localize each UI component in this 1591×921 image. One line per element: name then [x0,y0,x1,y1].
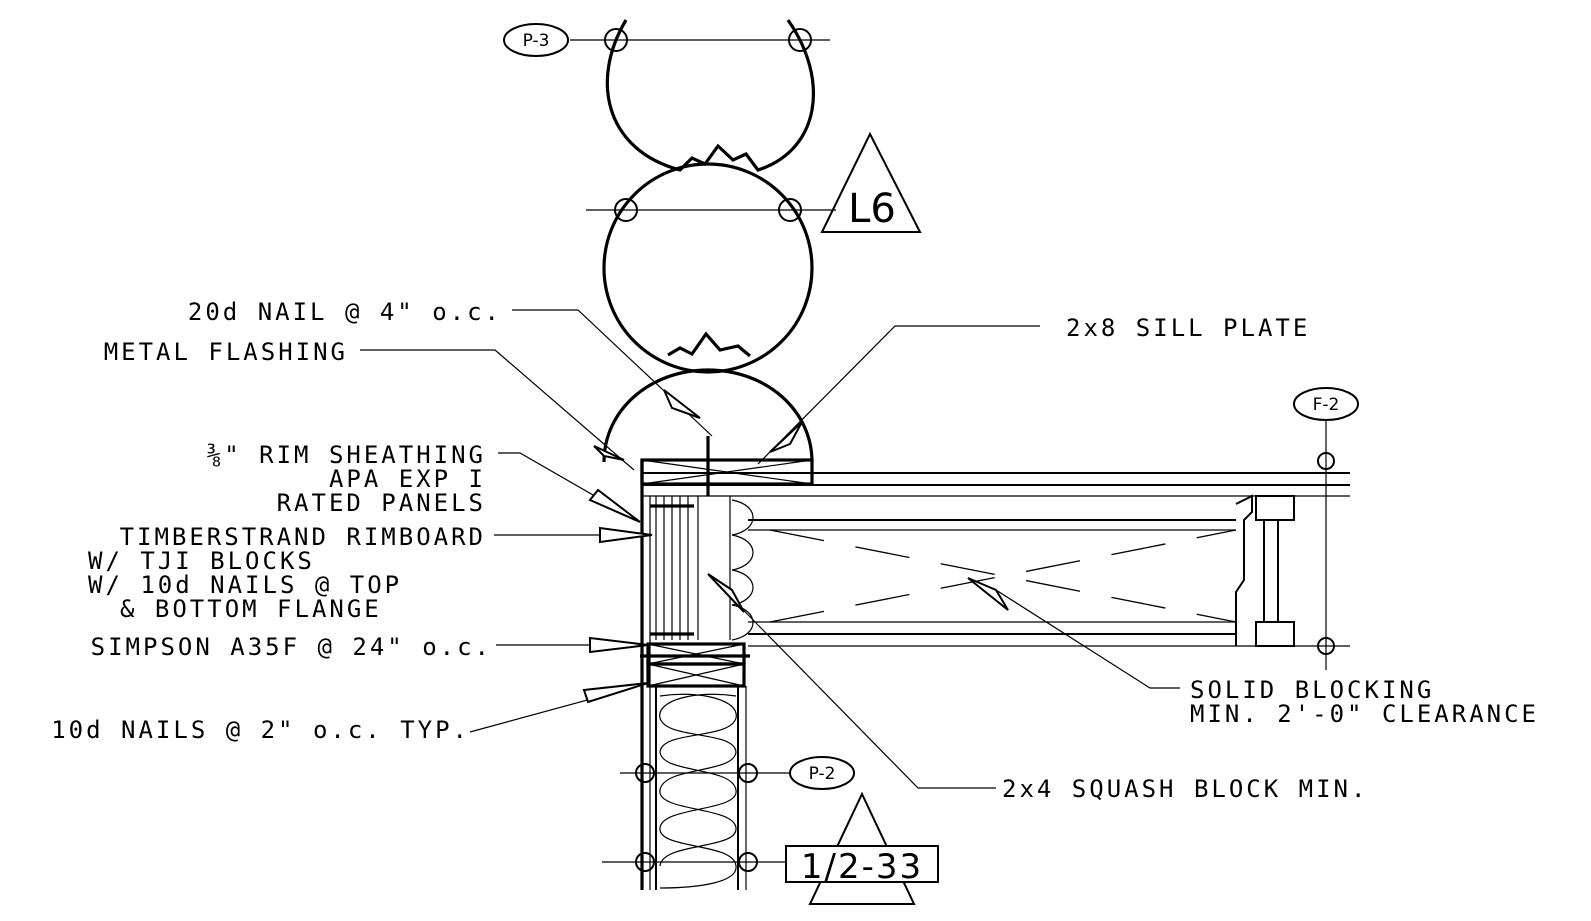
elevation-label: L6 [848,186,896,232]
leader-arrow [599,526,653,544]
solid-blocking [769,529,1237,623]
tag-f2: F-2 [1313,395,1340,415]
tag-p3-bubble [503,23,569,57]
callout-solid-blocking-2: MIN. 2'-0" CLEARANCE [1190,700,1539,728]
control-circle [788,28,812,52]
callout-timberstrand-2: W/ TJI BLOCKS [88,547,315,575]
callout-rim-sheathing-2: APA EXP I [329,465,486,493]
callout-metal-flashing: METAL FLASHING [104,338,348,366]
joist-flange [1255,621,1295,647]
tag-p3: P-3 [523,31,550,51]
leaders [360,309,1180,789]
elevation-triangle [820,131,922,233]
leader-arrow [663,389,701,419]
callout-squash-block: 2x4 SQUASH BLOCK MIN. [1002,775,1368,803]
control-circle [604,28,628,52]
callout-simpson: SIMPSON A35F @ 24" o.c. [91,633,492,661]
log-stack [570,19,836,463]
joist-flange [1255,495,1295,521]
leader-arrow [589,636,649,654]
tag-p2: P-2 [809,764,836,784]
detail-ref-box [785,845,939,883]
leader-arrow [582,682,649,704]
control-circle [614,198,638,222]
sill-and-rim [640,436,1350,890]
leader-arrow [707,573,745,613]
detail-ref-label: 1/2-33 [801,847,923,887]
log-notch [667,331,752,358]
callout-sill-plate: 2x8 SILL PLATE [1066,314,1310,342]
stud-wall [602,686,790,890]
control-circle [778,198,802,222]
callout-solid-blocking-1: SOLID BLOCKING [1190,676,1434,704]
callout-rim-sheathing-1: ⅜" RIM SHEATHING [207,441,486,469]
callout-labels: 20d NAIL @ 4" o.c. METAL FLASHING ⅜" RIM… [51,298,1539,803]
callout-nail-20d: 20d NAIL @ 4" o.c. [188,298,502,326]
leader-arrow [593,445,625,461]
callout-nails-10d: 10d NAILS @ 2" o.c. TYP. [51,716,470,744]
top-log [605,19,816,172]
callout-timberstrand-1: TIMBERSTRAND RIMBOARD [120,523,486,551]
callout-rim-sheathing-3: RATED PANELS [277,489,486,517]
callout-timberstrand-4: & BOTTOM FLANGE [120,595,382,623]
tag-f2-bubble [1293,387,1359,421]
middle-log [602,162,814,374]
reference-tags: P-3 F-2 P-2 L6 1/2-33 [503,23,1359,905]
leader-arrow [588,488,641,523]
top-plate [646,662,746,688]
squash-block [731,499,754,641]
leader-arrow [967,577,1009,611]
callout-timberstrand-3: W/ 10d NAILS @ TOP [88,571,402,599]
wall-insulation [659,693,737,889]
floor-joist [748,420,1350,670]
leader-arrow [769,421,803,453]
bottom-half-log [602,368,814,463]
tag-p2-bubble [789,756,855,790]
